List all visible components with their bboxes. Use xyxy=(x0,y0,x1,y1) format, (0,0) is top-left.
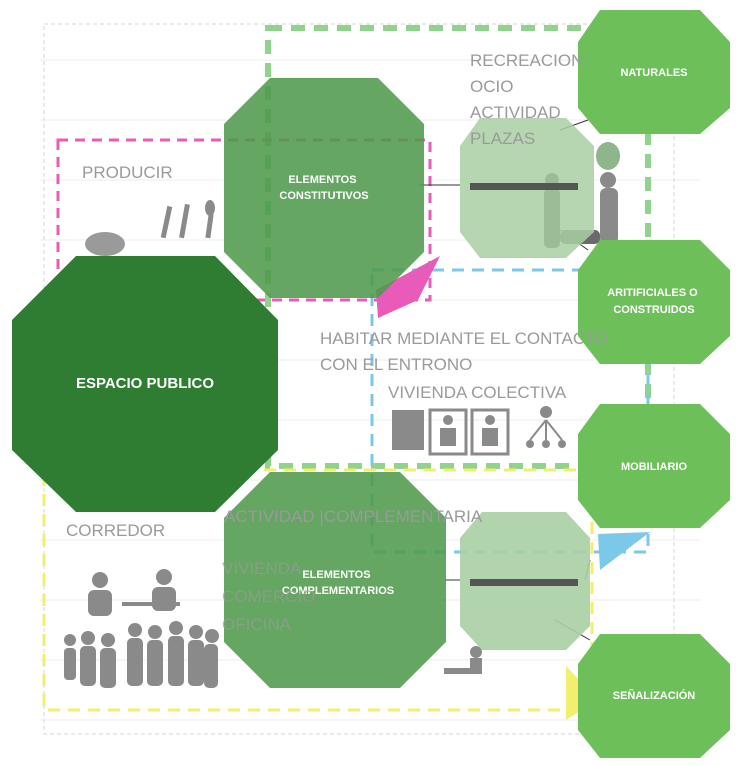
habitar-label-line-2: CON EL ENTRONO xyxy=(320,355,472,374)
corridor-region xyxy=(42,468,594,712)
elementos-complementarios-line-1: ELEMENTOS xyxy=(302,569,370,581)
elementos-constitutivos-octagon[interactable] xyxy=(224,78,424,298)
naturales-octagon[interactable] xyxy=(578,10,730,134)
elementos-complementarios-line-2: COMPLEMENTARIOS xyxy=(282,585,394,597)
cutlery-icon xyxy=(160,200,215,239)
corredor-label: CORREDOR xyxy=(66,521,165,540)
pink-arrow xyxy=(376,256,440,318)
playground-icon xyxy=(444,646,482,674)
bread-icon xyxy=(85,232,125,256)
artificiales-line-1: ARITIFICIALES O xyxy=(607,287,698,299)
producir-label: PRODUCIR xyxy=(82,163,173,182)
naturales-label: NATURALES xyxy=(620,67,687,79)
vivienda-colectiva-label: VIVIENDA COLECTIVA xyxy=(388,383,567,402)
elementos-constitutivos-label: ELEMENTOS CONSTITUTIVOS xyxy=(279,174,368,202)
ocio-label: OCIO xyxy=(470,77,513,96)
elementos-constitutivos-line-2: CONSTITUTIVOS xyxy=(279,190,368,202)
artificiales-label: ARITIFICIALES O CONSTRUIDOS xyxy=(607,287,701,316)
senalizacion-octagon[interactable] xyxy=(578,634,730,758)
artificiales-line-2: CONSTRUIDOS xyxy=(613,304,694,316)
espacio-publico-label: ESPACIO PUBLICO xyxy=(76,375,214,392)
espacio-publico-octagon[interactable] xyxy=(12,256,278,512)
actividad-label: ACTIVIDAD xyxy=(470,103,561,122)
elementos-complementarios-label: ELEMENTOS COMPLEMENTARIOS xyxy=(282,569,394,597)
elementos-complementarios-octagon[interactable] xyxy=(224,472,446,688)
vivienda-label: VIVIENDA xyxy=(222,559,302,578)
habitar-label-line-1: HABITAR MEDIANTE EL CONTACTO xyxy=(320,329,608,348)
senalizacion-label: SEÑALIZACIÓN xyxy=(613,689,696,702)
comercio-label: COMERCIO xyxy=(222,587,316,606)
mobiliario-label: MOBILIARIO xyxy=(621,461,687,473)
complementary-sub-bar xyxy=(470,579,578,586)
oficina-label: OFICINA xyxy=(222,615,292,634)
actividad-complementaria-label: ACTIVIDAD |COMPLEMENTARIA xyxy=(224,507,483,526)
artificiales-octagon[interactable] xyxy=(578,240,730,364)
recreacion-label: RECREACION xyxy=(470,51,583,70)
recreation-sub-bar xyxy=(470,183,578,190)
mobiliario-octagon[interactable] xyxy=(578,404,730,528)
people-silhouettes xyxy=(64,569,219,688)
collective-housing-icons xyxy=(392,406,566,456)
plazas-label: PLAZAS xyxy=(470,129,535,148)
elementos-constitutivos-line-1: ELEMENTOS xyxy=(288,174,356,186)
blue-arrow xyxy=(598,532,650,570)
